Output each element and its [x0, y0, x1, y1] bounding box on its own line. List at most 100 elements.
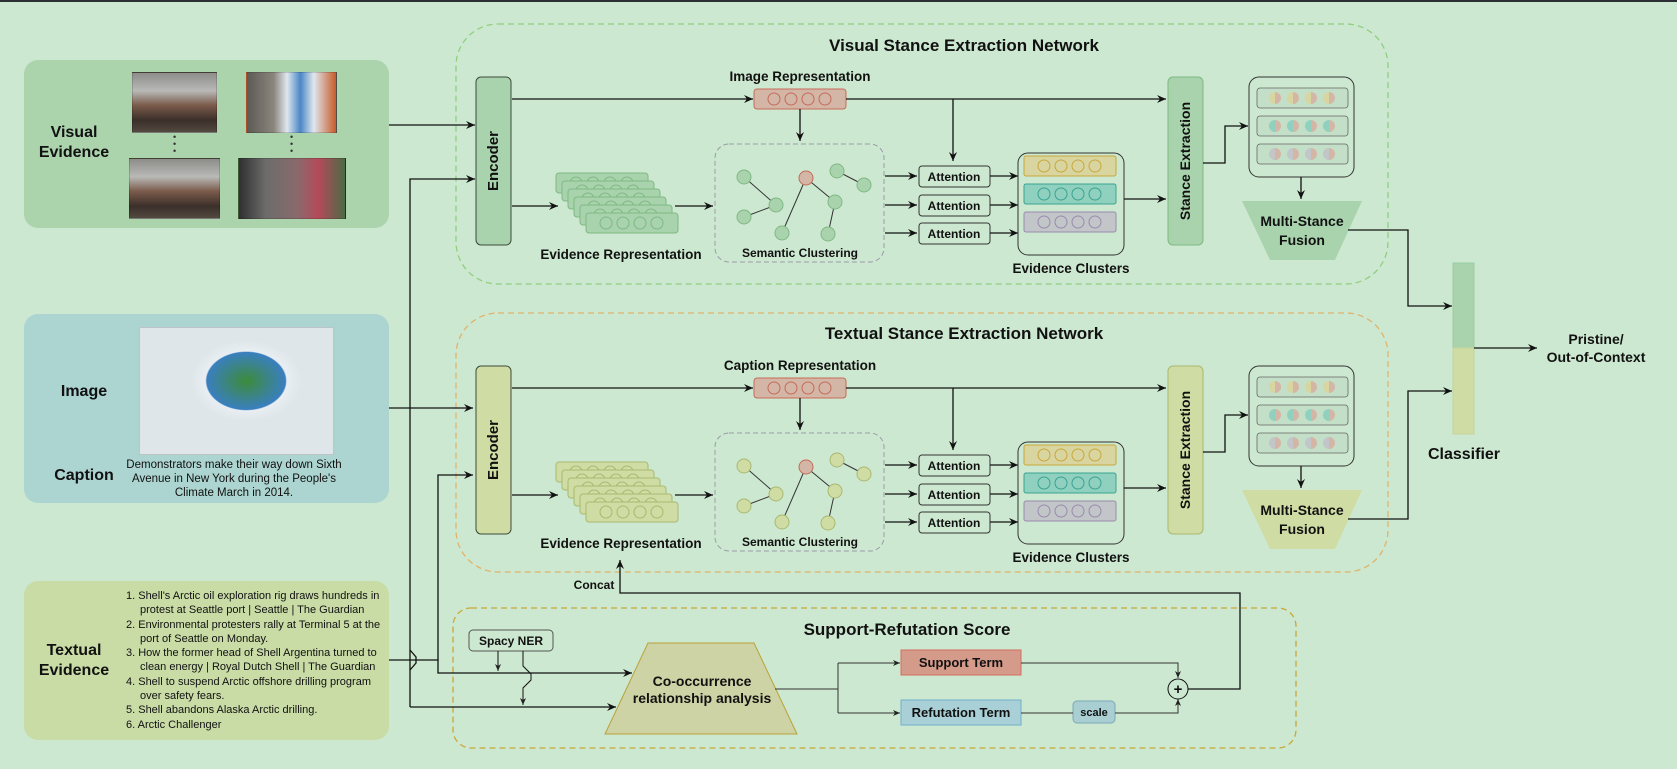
attention-label: Attention — [928, 199, 981, 213]
stance-unit-left-half — [1269, 148, 1275, 160]
output-label-1: Pristine/ — [1568, 331, 1623, 347]
stance-unit-left-half — [1305, 409, 1311, 421]
stance-unit-left-half — [1323, 92, 1329, 104]
vector-unit — [1054, 159, 1068, 173]
vertical-ellipsis-icon: ••• — [290, 132, 294, 156]
vector-unit — [633, 505, 647, 519]
output-label-2: Out-of-Context — [1547, 349, 1646, 365]
attention-label: Attention — [928, 459, 981, 473]
vector-unit — [767, 381, 781, 395]
vector-unit — [1054, 187, 1068, 201]
support-term-box — [900, 649, 1022, 676]
vector-unit — [784, 92, 798, 106]
vector-unit — [801, 381, 815, 395]
line-hop — [409, 649, 417, 671]
evidence-item: 1. Shell's Arctic oil exploration rig dr… — [126, 590, 380, 617]
evidence-item: 6. Arctic Challenger — [126, 718, 222, 731]
scale-to-sum-arrow — [1115, 699, 1181, 714]
fusion-label-1: Multi-Stance — [1260, 213, 1343, 229]
concat-return-arrow — [616, 560, 1241, 690]
visual-network-frame — [455, 23, 1389, 285]
support-term-label: Support Term — [919, 655, 1003, 670]
vector-unit — [1037, 187, 1051, 201]
semantic-clustering-label: Semantic Clustering — [742, 535, 858, 549]
stance-extraction-label: Stance Extraction — [1177, 391, 1193, 509]
concat-label: Concat — [574, 578, 615, 592]
vector-unit — [1054, 504, 1068, 518]
stance-unit-left-half — [1305, 437, 1311, 449]
spacy-to-bottom-line-arrow — [520, 651, 532, 705]
stance-unit-right-half — [1293, 120, 1299, 132]
textual-evidence-to-visual-encoder-arrow — [409, 175, 475, 707]
cluster-node — [736, 209, 752, 225]
vector-unit — [767, 92, 781, 106]
vector-unit — [1071, 159, 1085, 173]
stance-unit-right-half — [1311, 437, 1317, 449]
spacy-ner-box — [468, 629, 554, 652]
refutation-term-label: Refutation Term — [912, 705, 1011, 720]
cluster-edge — [781, 177, 807, 234]
visual-network-title: Visual Stance Extraction Network — [829, 36, 1099, 55]
stance-unit-right-half — [1275, 148, 1281, 160]
evidence-clusters-box — [1017, 441, 1125, 545]
stance-unit-left-half — [1323, 409, 1329, 421]
plus-icon: + — [1174, 681, 1183, 698]
stance-to-matrix-arrow — [1203, 122, 1248, 164]
stance-unit-right-half — [1329, 437, 1335, 449]
fusion-label-2: Fusion — [1279, 521, 1325, 537]
representation-label: Image Representation — [729, 69, 870, 84]
representation-label: Caption Representation — [724, 358, 876, 373]
scale-label: scale — [1080, 707, 1108, 719]
stance-unit-right-half — [1275, 409, 1281, 421]
stance-to-matrix-arrow — [1203, 411, 1248, 453]
attention-label: Attention — [928, 488, 981, 502]
stance-vector — [1256, 404, 1349, 426]
stance-unit-left-half — [1287, 148, 1293, 160]
attention-label: Attention — [928, 170, 981, 184]
cluster-node — [736, 458, 752, 474]
cluster-node — [774, 514, 790, 530]
cluster-node — [827, 194, 843, 210]
image-caption-panel: Image Caption Demonstrators make their w… — [24, 314, 389, 503]
stance-vector — [1256, 143, 1349, 165]
textual-evidence-to-text-encoder-arrow — [389, 471, 473, 661]
stance-extraction-block — [1167, 76, 1204, 246]
vector-unit — [616, 505, 630, 519]
textual-network-title: Textual Stance Extraction Network — [825, 324, 1104, 343]
vector-unit — [650, 216, 664, 230]
refutation-term-box — [900, 699, 1022, 726]
query-node — [798, 459, 814, 475]
stance-vector — [1256, 87, 1349, 109]
stance-unit-left-half — [1323, 120, 1329, 132]
evidence-clusters-label: Evidence Clusters — [1012, 261, 1129, 276]
vector-unit — [1088, 215, 1102, 229]
cluster-node — [827, 483, 843, 499]
stance-unit-left-half — [1269, 409, 1275, 421]
cluster-node — [820, 226, 836, 242]
vector-unit — [1071, 504, 1085, 518]
visual-fusion-to-classifier-arrow — [1348, 229, 1452, 310]
stance-unit-left-half — [1287, 381, 1293, 393]
caption-text: Demonstrators make their way down Sixth … — [126, 459, 342, 499]
vector-unit — [1054, 215, 1068, 229]
stance-unit-right-half — [1275, 437, 1281, 449]
vector-unit — [1037, 476, 1051, 490]
fusion-label-2: Fusion — [1279, 232, 1325, 248]
evidence-item: 4. Shell to suspend Arctic offshore dril… — [126, 675, 371, 703]
stance-unit-left-half — [1305, 148, 1311, 160]
cooccurrence-label-1: Co-occurrence — [653, 673, 752, 689]
stance-unit-right-half — [1329, 381, 1335, 393]
stance-unit-left-half — [1323, 437, 1329, 449]
cluster-node — [768, 486, 784, 502]
stance-unit-right-half — [1293, 381, 1299, 393]
cooccurrence-label-2: relationship analysis — [633, 690, 772, 706]
attention-label: Attention — [928, 516, 981, 530]
encoder-block — [475, 76, 512, 246]
cluster-node — [856, 177, 872, 193]
classifier-label: Classifier — [1428, 446, 1500, 463]
vector-unit — [1088, 159, 1102, 173]
stance-unit-left-half — [1269, 381, 1275, 393]
visual-evidence-panel: Visual Evidence ••• ••• — [24, 60, 389, 228]
encoder-label: Encoder — [485, 420, 502, 480]
